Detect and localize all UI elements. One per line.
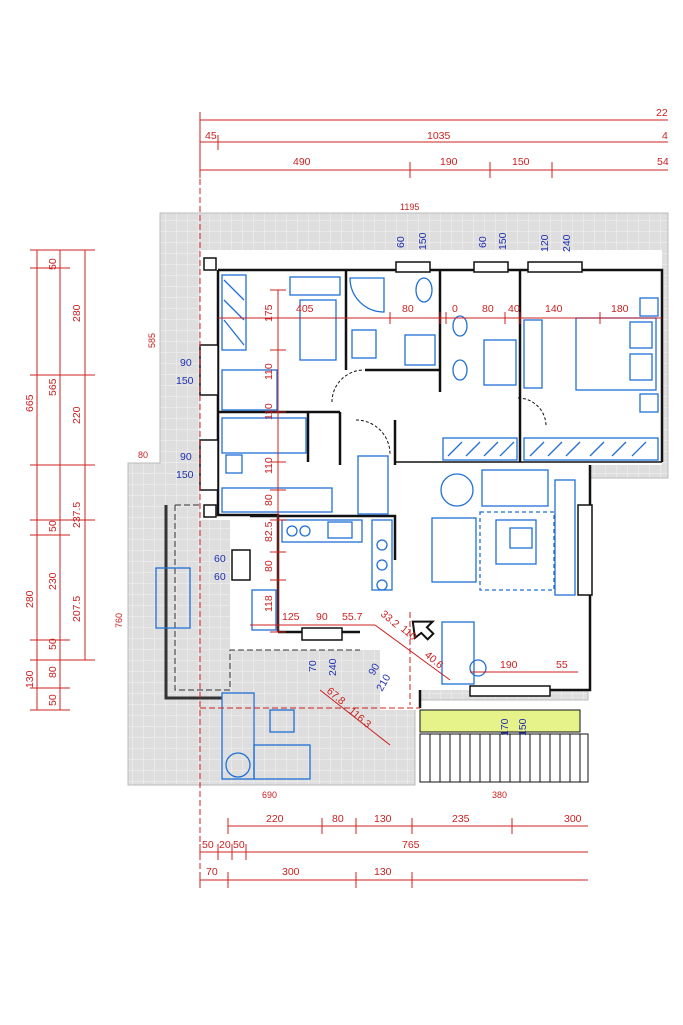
int-dim-405: 405 xyxy=(296,303,314,315)
window-7-a: 70 xyxy=(307,660,319,672)
kitchen-dim-125: 125 xyxy=(282,611,300,623)
window-5-a: 90 xyxy=(180,451,192,463)
window-4-b: 150 xyxy=(176,375,194,387)
vert-dim-80b: 80 xyxy=(263,560,275,572)
top-dim-190: 190 xyxy=(440,156,458,168)
window-2-b: 150 xyxy=(497,232,509,250)
window-7-b: 240 xyxy=(327,658,339,676)
vert-dim-82-5: 82.5 xyxy=(263,521,275,542)
vert-dim-80a: 80 xyxy=(263,494,275,506)
left-dim-220: 220 xyxy=(71,406,83,424)
bottom-dim-765: 765 xyxy=(402,839,420,851)
window-1-b: 150 xyxy=(417,232,429,250)
bottom-dim-300b: 300 xyxy=(282,866,300,878)
bottom-dim-300a: 300 xyxy=(564,813,582,825)
bottom-dim-220: 220 xyxy=(266,813,284,825)
bottom-dim-130b: 130 xyxy=(374,866,392,878)
bottom-dim-50a: 50 xyxy=(202,839,214,851)
bottom-dim-235: 235 xyxy=(452,813,470,825)
left-dim-207-5: 207.5 xyxy=(71,596,83,622)
top-dim-1035: 1035 xyxy=(427,130,451,142)
top-dim-45: 45 xyxy=(205,130,217,142)
window-9-b: 150 xyxy=(517,718,529,736)
bottom-dim-80: 80 xyxy=(332,813,344,825)
left-dim-80: 80 xyxy=(47,666,59,678)
top-dim-4: 4 xyxy=(662,130,668,142)
window-labels: 60 150 60 150 120 240 90 150 90 150 60 6… xyxy=(176,232,573,736)
window-4-a: 90 xyxy=(180,357,192,369)
left-dim-50c: 50 xyxy=(47,638,59,650)
window-5-b: 150 xyxy=(176,469,194,481)
top-dim-490: 490 xyxy=(293,156,311,168)
int-dim-80a: 80 xyxy=(402,303,414,315)
window-3-b: 240 xyxy=(561,234,573,252)
window-8-a: 90 xyxy=(366,661,382,677)
bottom-dim-20: 20 xyxy=(219,839,231,851)
left-dimension-labels: 665 280 130 50 565 50 230 50 80 50 280 2… xyxy=(24,258,157,706)
vert-dim-118: 118 xyxy=(263,595,275,612)
int-dim-140: 140 xyxy=(545,303,563,315)
dimension-lines xyxy=(30,112,668,888)
living-dim-190: 190 xyxy=(500,659,518,671)
apartment-interior xyxy=(200,250,662,710)
int-dim-80b: 80 xyxy=(482,303,494,315)
left-dim-50d: 50 xyxy=(47,694,59,706)
left-dim-280b: 280 xyxy=(71,304,83,322)
window-piers xyxy=(199,257,593,697)
living-dim-55: 55 xyxy=(556,659,568,671)
kitchen-dim-90: 90 xyxy=(316,611,328,623)
window-6-a: 60 xyxy=(214,553,226,565)
bottom-width-690: 690 xyxy=(262,790,277,800)
window-6-b: 60 xyxy=(214,571,226,583)
window-9-a: 170 xyxy=(499,718,511,736)
left-dim-50b: 50 xyxy=(47,520,59,532)
vert-dim-175: 175 xyxy=(263,304,275,322)
int-dim-180: 180 xyxy=(611,303,629,315)
kitchen-dim-55-7: 55.7 xyxy=(342,611,363,623)
window-3-a: 120 xyxy=(539,234,551,252)
int-dim-40: 40 xyxy=(508,303,520,315)
left-dim-237-5: 237.5 xyxy=(71,502,83,528)
balcony-rail xyxy=(164,505,222,700)
left-dim-80-side: 80 xyxy=(138,450,148,460)
vert-dim-110a: 110 xyxy=(263,363,275,380)
top-dim-overall-22: 22 xyxy=(656,107,668,119)
entrance-arrow-icon xyxy=(411,620,436,641)
furniture xyxy=(155,274,659,780)
left-dim-230: 230 xyxy=(47,572,59,590)
left-dim-50a: 50 xyxy=(47,258,59,270)
bottom-dim-130a: 130 xyxy=(374,813,392,825)
bottom-width-380: 380 xyxy=(492,790,507,800)
bottom-dim-70: 70 xyxy=(206,866,218,878)
top-dim-54: 54 xyxy=(657,156,669,168)
left-dim-565: 565 xyxy=(47,378,59,396)
doors xyxy=(331,369,547,455)
vert-dim-110c: 110 xyxy=(263,457,275,474)
top-dimension-labels: 22 45 1035 4 490 190 150 54 1195 xyxy=(205,107,669,212)
int-dim-0: 0 xyxy=(452,303,458,315)
left-dim-760: 760 xyxy=(114,613,124,628)
left-dim-130: 130 xyxy=(24,670,36,688)
bottom-dim-50b: 50 xyxy=(233,839,245,851)
left-dim-280: 280 xyxy=(24,590,36,608)
left-dim-585: 585 xyxy=(147,333,157,348)
window-2-a: 60 xyxy=(477,236,489,248)
window-1-a: 60 xyxy=(395,236,407,248)
staircase xyxy=(419,709,589,783)
vert-dim-110b: 110 xyxy=(263,403,275,420)
top-dim-1195: 1195 xyxy=(400,202,419,212)
terrace-outline xyxy=(174,504,360,691)
bottom-dimension-labels: 690 380 220 80 130 235 300 50 20 50 765 … xyxy=(202,790,582,878)
top-dim-150: 150 xyxy=(512,156,530,168)
left-dim-665: 665 xyxy=(24,394,36,412)
